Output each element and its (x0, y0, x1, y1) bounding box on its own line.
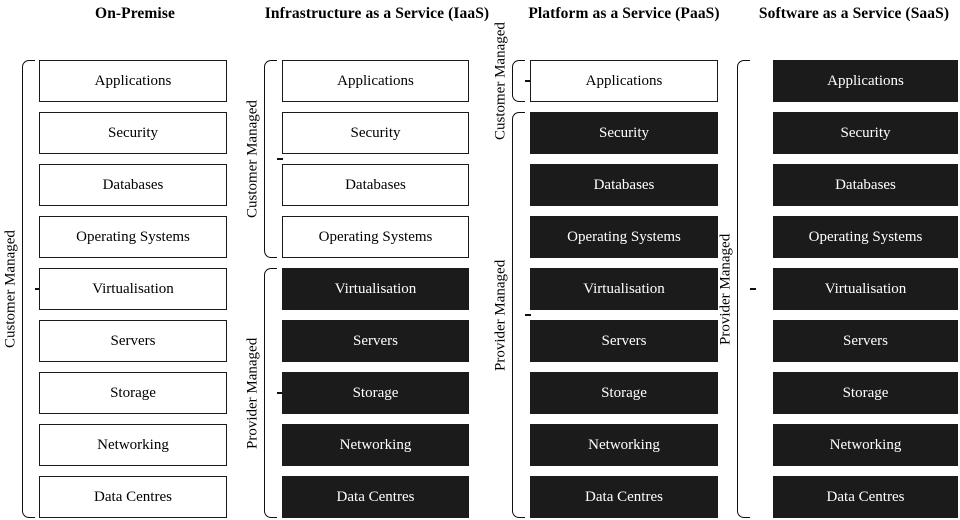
layer-box-saas-networking[interactable]: Networking (773, 424, 958, 466)
layer-box-paas-servers[interactable]: Servers (530, 320, 718, 362)
bracket-paas-0 (512, 60, 525, 102)
layer-label: Data Centres (585, 488, 663, 505)
layer-box-iaas-security[interactable]: Security (282, 112, 469, 154)
layer-label: Operating Systems (318, 228, 433, 245)
column-title-saas: Software as a Service (SaaS) (758, 5, 950, 22)
layer-label: Databases (102, 176, 164, 193)
layer-label: Virtualisation (583, 280, 665, 297)
layer-label: Servers (353, 332, 398, 349)
layer-label: Applications (337, 72, 414, 89)
layer-box-saas-databases[interactable]: Databases (773, 164, 958, 206)
bracket-label-on-premise-0: Customer Managed (2, 230, 19, 348)
layer-label: Databases (345, 176, 406, 193)
layer-box-on-premise-applications[interactable]: Applications (39, 60, 227, 102)
bracket-iaas-1 (264, 268, 277, 518)
layer-label: Security (350, 124, 401, 141)
layer-label: Data Centres (94, 488, 172, 505)
column-title-iaas: Infrastructure as a Service (IaaS) (264, 5, 490, 22)
layer-label: Applications (585, 72, 663, 89)
bracket-saas-0 (737, 60, 750, 518)
layer-box-iaas-virtualisation[interactable]: Virtualisation (282, 268, 469, 310)
layer-label: Virtualisation (824, 280, 907, 297)
layer-box-on-premise-security[interactable]: Security (39, 112, 227, 154)
layer-label: Storage (110, 384, 156, 401)
layer-label: Databases (835, 176, 896, 193)
layer-label: Applications (827, 72, 904, 89)
layer-label: Servers (601, 332, 647, 349)
layer-box-saas-applications[interactable]: Applications (773, 60, 958, 102)
column-title-on-premise: On-Premise (95, 5, 175, 22)
layer-box-on-premise-data-centres[interactable]: Data Centres (39, 476, 227, 518)
layer-box-iaas-operating-systems[interactable]: Operating Systems (282, 216, 469, 258)
layer-box-saas-virtualisation[interactable]: Virtualisation (773, 268, 958, 310)
layer-box-on-premise-networking[interactable]: Networking (39, 424, 227, 466)
bracket-nub-paas-1 (525, 314, 531, 316)
bracket-nub-on-premise-0 (35, 288, 41, 290)
layer-label: Servers (110, 332, 156, 349)
layer-box-paas-security[interactable]: Security (530, 112, 718, 154)
layer-label: Applications (94, 72, 172, 89)
layer-box-paas-applications[interactable]: Applications (530, 60, 718, 102)
layer-label: Servers (843, 332, 888, 349)
layer-label: Storage (352, 384, 399, 401)
layer-box-saas-security[interactable]: Security (773, 112, 958, 154)
layer-label: Databases (593, 176, 655, 193)
layer-label: Security (599, 124, 649, 141)
layer-box-iaas-networking[interactable]: Networking (282, 424, 469, 466)
layer-box-iaas-databases[interactable]: Databases (282, 164, 469, 206)
layer-box-on-premise-virtualisation[interactable]: Virtualisation (39, 268, 227, 310)
layer-box-on-premise-databases[interactable]: Databases (39, 164, 227, 206)
layer-box-saas-operating-systems[interactable]: Operating Systems (773, 216, 958, 258)
layer-label: Data Centres (826, 488, 905, 505)
layer-label: Virtualisation (334, 280, 417, 297)
bracket-label-saas-0: Provider Managed (717, 233, 734, 345)
layer-box-iaas-data-centres[interactable]: Data Centres (282, 476, 469, 518)
layer-box-on-premise-operating-systems[interactable]: Operating Systems (39, 216, 227, 258)
layer-label: Virtualisation (92, 280, 174, 297)
layer-label: Networking (339, 436, 412, 453)
bracket-label-paas-0: Customer Managed (492, 22, 509, 140)
bracket-nub-saas-0 (750, 288, 756, 290)
bracket-nub-iaas-0 (277, 158, 283, 160)
bracket-label-iaas-1: Provider Managed (244, 337, 261, 449)
layer-box-paas-storage[interactable]: Storage (530, 372, 718, 414)
layer-box-on-premise-servers[interactable]: Servers (39, 320, 227, 362)
layer-box-paas-data-centres[interactable]: Data Centres (530, 476, 718, 518)
layer-label: Networking (588, 436, 660, 453)
layer-box-paas-virtualisation[interactable]: Virtualisation (530, 268, 718, 310)
layer-label: Storage (842, 384, 889, 401)
bracket-nub-iaas-1 (277, 392, 283, 394)
layer-box-saas-servers[interactable]: Servers (773, 320, 958, 362)
column-title-paas: Platform as a Service (PaaS) (528, 5, 720, 22)
layer-label: Data Centres (336, 488, 415, 505)
bracket-paas-1 (512, 112, 525, 518)
layer-box-paas-databases[interactable]: Databases (530, 164, 718, 206)
layer-label: Storage (601, 384, 647, 401)
bracket-nub-paas-0 (525, 80, 531, 82)
layer-label: Networking (829, 436, 902, 453)
layer-box-iaas-applications[interactable]: Applications (282, 60, 469, 102)
layer-label: Operating Systems (567, 228, 681, 245)
layer-box-paas-operating-systems[interactable]: Operating Systems (530, 216, 718, 258)
layer-box-iaas-servers[interactable]: Servers (282, 320, 469, 362)
layer-label: Security (840, 124, 891, 141)
bracket-on-premise-0 (22, 60, 35, 518)
layer-box-paas-networking[interactable]: Networking (530, 424, 718, 466)
layer-box-iaas-storage[interactable]: Storage (282, 372, 469, 414)
layer-label: Operating Systems (808, 228, 923, 245)
layer-label: Operating Systems (76, 228, 190, 245)
bracket-iaas-0 (264, 60, 277, 258)
bracket-label-paas-1: Provider Managed (492, 259, 509, 371)
layer-label: Networking (97, 436, 169, 453)
layer-box-on-premise-storage[interactable]: Storage (39, 372, 227, 414)
bracket-label-iaas-0: Customer Managed (244, 100, 261, 218)
layer-label: Security (108, 124, 158, 141)
layer-box-saas-storage[interactable]: Storage (773, 372, 958, 414)
layer-box-saas-data-centres[interactable]: Data Centres (773, 476, 958, 518)
